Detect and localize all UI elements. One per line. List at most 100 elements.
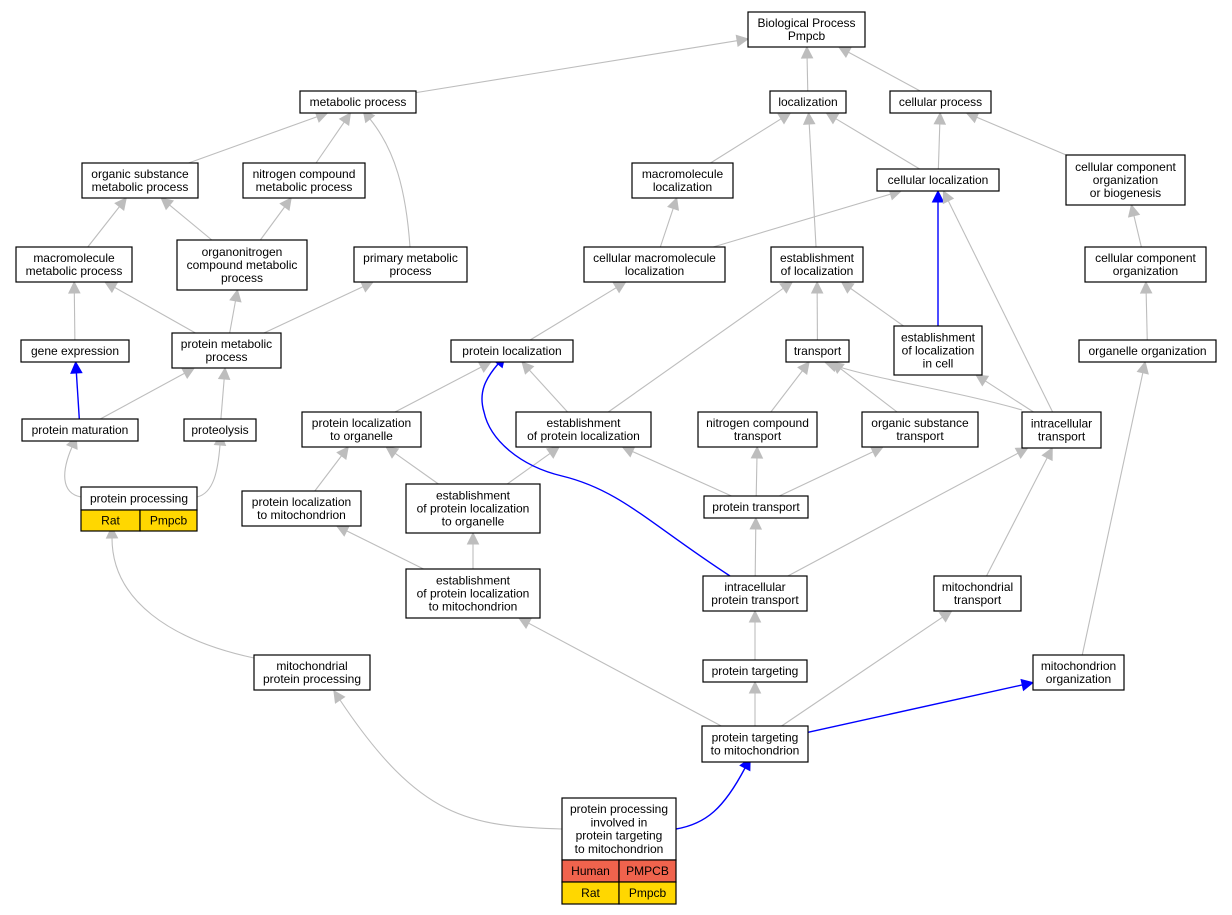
edge-line bbox=[632, 451, 732, 497]
edge-line bbox=[807, 684, 1023, 733]
edge-estab-prot-loc-to-protein-loc bbox=[521, 361, 568, 413]
term-label-line: Biological Process bbox=[757, 16, 855, 30]
edge-line bbox=[710, 118, 782, 164]
term-box bbox=[405, 568, 541, 619]
term-label-line: metabolic process bbox=[92, 180, 189, 194]
term-box bbox=[876, 168, 1000, 192]
term-label-line: to mitochondrion bbox=[575, 842, 664, 856]
edge-arrowhead bbox=[735, 34, 750, 48]
edge-line bbox=[840, 368, 898, 413]
edge-intracell-transport-to-cellular-loc bbox=[942, 189, 1054, 413]
term-node-metabolic[interactable]: metabolic process bbox=[299, 90, 417, 114]
edge-line bbox=[315, 121, 345, 164]
term-box bbox=[301, 411, 422, 448]
term-box bbox=[1021, 411, 1102, 449]
edge-line bbox=[781, 616, 943, 727]
edge-line bbox=[779, 451, 874, 497]
gene-symbol-label: Pmpcb bbox=[629, 886, 667, 900]
edge-nitrogen-comp-met-to-metabolic bbox=[315, 112, 352, 164]
term-label-line: establishment bbox=[546, 416, 621, 430]
term-node-protein-mat[interactable]: protein maturation bbox=[21, 418, 139, 442]
term-node-cellular-loc[interactable]: cellular localization bbox=[876, 168, 1000, 192]
term-node-organelle-org[interactable]: organelle organization bbox=[1078, 339, 1217, 363]
edge-intracell-prot-transport-to-protein-transport bbox=[749, 516, 763, 577]
term-node-proteolysis[interactable]: proteolysis bbox=[183, 418, 257, 442]
term-box bbox=[253, 654, 371, 691]
edge-arrowhead bbox=[1020, 678, 1035, 692]
term-box bbox=[701, 725, 809, 763]
edge-arrowhead bbox=[748, 680, 762, 694]
term-label-line: protein transport bbox=[712, 500, 800, 514]
edge-arrowhead bbox=[1139, 280, 1153, 294]
term-label-line: to mitochondrion bbox=[711, 744, 800, 758]
edge-intracell-transport-to-estab-loc-cell bbox=[975, 374, 1034, 413]
term-box bbox=[889, 90, 992, 114]
term-label-line: organic substance bbox=[91, 167, 189, 181]
term-node-localization[interactable]: localization bbox=[769, 90, 847, 114]
edge-line bbox=[528, 622, 722, 727]
edge-organic-sub-met-to-metabolic bbox=[188, 110, 329, 164]
term-label-line: localization bbox=[778, 95, 837, 109]
species-label: Rat bbox=[581, 886, 600, 900]
edge-gene-expr-to-macromol-met bbox=[68, 280, 81, 341]
edge-line bbox=[835, 365, 1023, 411]
term-box bbox=[702, 659, 808, 683]
term-node-protein-transport[interactable]: protein transport bbox=[703, 495, 809, 519]
edge-line bbox=[937, 123, 941, 170]
term-node-cellular-process[interactable]: cellular process bbox=[889, 90, 992, 114]
edge-arrowhead bbox=[217, 366, 231, 380]
edge-arrowhead bbox=[114, 197, 127, 211]
edge-metabolic-to-bp bbox=[415, 34, 750, 94]
term-label-line: organelle organization bbox=[1088, 344, 1206, 358]
term-label-line: establishment bbox=[901, 330, 976, 344]
term-label-line: establishment bbox=[436, 488, 511, 502]
term-node-transport[interactable]: transport bbox=[785, 339, 850, 363]
edge-protein-transport-to-organic-transport bbox=[779, 446, 884, 497]
term-box bbox=[1084, 246, 1207, 283]
edge-arrowhead bbox=[1136, 360, 1149, 375]
term-box bbox=[861, 411, 979, 448]
term-label-line: cellular component bbox=[1095, 251, 1196, 265]
term-node-protein-loc[interactable]: protein localization bbox=[450, 339, 574, 363]
edge-line bbox=[506, 452, 551, 485]
term-node-gene-expr[interactable]: gene expression bbox=[20, 339, 130, 363]
term-node-protein-targeting[interactable]: protein targeting bbox=[702, 659, 808, 683]
edge-arrowhead bbox=[68, 280, 81, 294]
edge-line bbox=[1145, 292, 1148, 341]
term-label-line: localization bbox=[625, 264, 684, 278]
term-label-line: Pmpcb bbox=[788, 29, 826, 43]
term-label-line: macromolecule bbox=[33, 251, 115, 265]
edge-arrowhead bbox=[802, 111, 816, 125]
edge-arrowhead bbox=[938, 610, 953, 623]
term-label-line: nitrogen compound bbox=[706, 416, 809, 430]
